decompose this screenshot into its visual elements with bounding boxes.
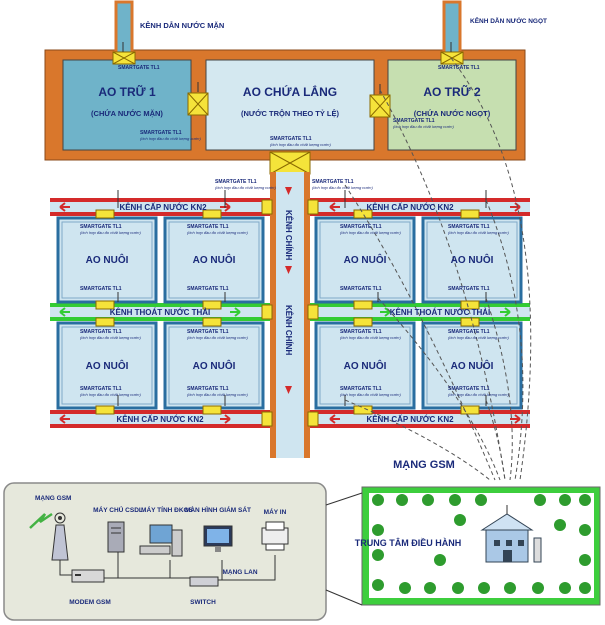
modem-icon bbox=[71, 569, 105, 583]
legend-lan: MẠNG LAN bbox=[222, 569, 257, 576]
gate-label-4: SMARTGATE TL1 bbox=[270, 136, 312, 142]
fresh-inlet-label: KÊNH DẪN NƯỚC NGỌT bbox=[470, 16, 547, 25]
gate-label-3: SMARTGATE TL1 bbox=[140, 130, 182, 136]
farm-pond-label-8: AO NUÔI bbox=[451, 359, 494, 372]
gate-label-14: SMARTGATE TL1 bbox=[340, 286, 382, 292]
gate-note-15: (tích hợp đầu đo chất lượng nước) bbox=[187, 392, 248, 397]
lan-wires bbox=[59, 550, 276, 581]
gate-note-17: (tích hợp đầu đo chất lượng nước) bbox=[448, 392, 509, 397]
legend-printer: MÁY IN bbox=[264, 507, 287, 516]
legend-gsm: MẠNG GSM bbox=[35, 495, 71, 502]
store1-title: AO TRỮ 1 bbox=[98, 84, 156, 99]
gate-label-22: SMARTGATE TL1 bbox=[340, 386, 382, 392]
gate-note-6: (tích hợp đầu đo chất lượng nước) bbox=[80, 230, 141, 235]
building-icon bbox=[480, 505, 542, 563]
gate-label-2: SMARTGATE TL1 bbox=[438, 65, 480, 71]
settle-pond bbox=[205, 59, 375, 151]
store1-pond bbox=[62, 59, 192, 151]
farm-pond-label-1: AO NUÔI bbox=[86, 253, 129, 266]
gate-label-17: SMARTGATE TL1 bbox=[187, 329, 229, 335]
lightning-icon bbox=[29, 512, 53, 529]
gate-label-21: SMARTGATE TL1 bbox=[187, 386, 229, 392]
legend-pc: MÁY TÍNH ĐKGS bbox=[141, 505, 194, 514]
farm-pond-5 bbox=[56, 321, 158, 410]
gate-note-7: (tích hợp đầu đo chất lượng nước) bbox=[187, 230, 248, 235]
gate-note-3: (tích hợp đầu đo chất lượng nước) bbox=[393, 124, 454, 129]
gate-note-16: (tích hợp đầu đo chất lượng nước) bbox=[340, 392, 401, 397]
supply-bottom-label: KÊNH CẤP NƯỚC KN2 bbox=[116, 414, 204, 424]
store2-sub: (CHỨA NƯỚC NGỌT) bbox=[414, 109, 491, 118]
gate-label-5: SMARTGATE TL1 bbox=[393, 118, 435, 124]
gate-label-12: SMARTGATE TL1 bbox=[80, 286, 122, 292]
gate-label-7: SMARTGATE TL1 bbox=[312, 179, 354, 185]
pc-icon bbox=[139, 524, 183, 557]
gate-label-6: SMARTGATE TL1 bbox=[215, 179, 257, 185]
supply-top-label-right: KÊNH CẤP NƯỚC KN2 bbox=[366, 202, 454, 212]
gate-note-5: (tích hợp đầu đo chất lượng nước) bbox=[312, 185, 373, 190]
store1-sub: (CHỨA NƯỚC MẶN) bbox=[91, 109, 163, 118]
farm-pond-label-5: AO NUÔI bbox=[86, 359, 129, 372]
server-icon bbox=[107, 521, 125, 553]
gate-note-1: (tích hợp đầu đo chất lượng nước) bbox=[140, 136, 201, 141]
legend-modem: MODEM GSM bbox=[69, 599, 111, 606]
drain-label-right: KÊNH THOÁT NƯỚC THẢI bbox=[390, 308, 491, 317]
gate-label-18: SMARTGATE TL1 bbox=[340, 329, 382, 335]
legend-server: MÁY CHỦ CSDL bbox=[93, 505, 143, 514]
supply-top-label: KÊNH CẤP NƯỚC KN2 bbox=[119, 202, 207, 212]
gate-note-9: (tích hợp đầu đo chất lượng nước) bbox=[448, 230, 509, 235]
gate-note-2: (tích hợp đầu đo chất lượng nước) bbox=[270, 142, 331, 147]
gate-label-8: SMARTGATE TL1 bbox=[80, 224, 122, 230]
store2-title: AO TRỮ 2 bbox=[423, 84, 481, 99]
gate-label-13: SMARTGATE TL1 bbox=[187, 286, 229, 292]
gate-label-11: SMARTGATE TL1 bbox=[448, 224, 490, 230]
settle-title: AO CHỨA LẮNG bbox=[243, 84, 337, 99]
antenna-icons bbox=[117, 42, 487, 406]
gsm-network-label: MẠNG GSM bbox=[393, 459, 455, 471]
gate-note-14: (tích hợp đầu đo chất lượng nước) bbox=[80, 392, 141, 397]
gate-note-12: (tích hợp đầu đo chất lượng nước) bbox=[340, 335, 401, 340]
switch-icon bbox=[189, 576, 219, 587]
gate-note-4: (tích hợp đầu đo chất lượng nước) bbox=[215, 185, 276, 190]
main-canal-label-1: KÊNH CHÍNH bbox=[284, 210, 293, 260]
legend-switch: SWITCH bbox=[190, 599, 216, 606]
farm-pond-label-4: AO NUÔI bbox=[451, 253, 494, 266]
tree-icons bbox=[372, 494, 591, 594]
salt-inlet-canal bbox=[114, 0, 134, 60]
fresh-inlet-canal bbox=[442, 0, 462, 60]
gate-note-10: (tích hợp đầu đo chất lượng nước) bbox=[80, 335, 141, 340]
canal-gates bbox=[95, 199, 480, 427]
gate-label-16: SMARTGATE TL1 bbox=[80, 329, 122, 335]
main-canal-label-2: KÊNH CHÍNH bbox=[284, 305, 293, 355]
drain-label-left: KÊNH THOÁT NƯỚC THẢI bbox=[110, 308, 211, 317]
farm-pond-label-3: AO NUÔI bbox=[344, 253, 387, 266]
gate-label-19: SMARTGATE TL1 bbox=[448, 329, 490, 335]
farm-pond-label-2: AO NUÔI bbox=[193, 253, 236, 266]
printer-icon bbox=[261, 521, 289, 551]
gate-note-11: (tích hợp đầu đo chất lượng nước) bbox=[187, 335, 248, 340]
center-label: TRUNG TÂM ĐIỀU HÀNH bbox=[355, 537, 462, 548]
gate-label-9: SMARTGATE TL1 bbox=[187, 224, 229, 230]
legend-monitor: MÀN HÌNH GIÁM SÁT bbox=[185, 505, 251, 514]
store2-pond bbox=[387, 59, 517, 151]
farm-pond-label-6: AO NUÔI bbox=[193, 359, 236, 372]
gate-note-13: (tích hợp đầu đo chất lượng nước) bbox=[448, 335, 509, 340]
wireless-links bbox=[344, 57, 532, 481]
gate-label-10: SMARTGATE TL1 bbox=[340, 224, 382, 230]
salt-inlet-label: KÊNH DẪN NƯỚC MẶN bbox=[140, 21, 224, 30]
gate-label-15: SMARTGATE TL1 bbox=[448, 286, 490, 292]
gate-label-23: SMARTGATE TL1 bbox=[448, 386, 490, 392]
farm-pond-label-7: AO NUÔI bbox=[344, 359, 387, 372]
gate-note-8: (tích hợp đầu đo chất lượng nước) bbox=[340, 230, 401, 235]
canal-arrows bbox=[59, 202, 521, 424]
gate-label-20: SMARTGATE TL1 bbox=[80, 386, 122, 392]
supply-bottom-label-right: KÊNH CẤP NƯỚC KN2 bbox=[366, 414, 454, 424]
gate-label-1: SMARTGATE TL1 bbox=[118, 65, 160, 71]
settle-sub: (NƯỚC TRỘN THEO TỶ LỆ) bbox=[241, 109, 340, 118]
monitor-icon bbox=[203, 525, 233, 552]
gsm-tower-icon bbox=[51, 512, 69, 561]
